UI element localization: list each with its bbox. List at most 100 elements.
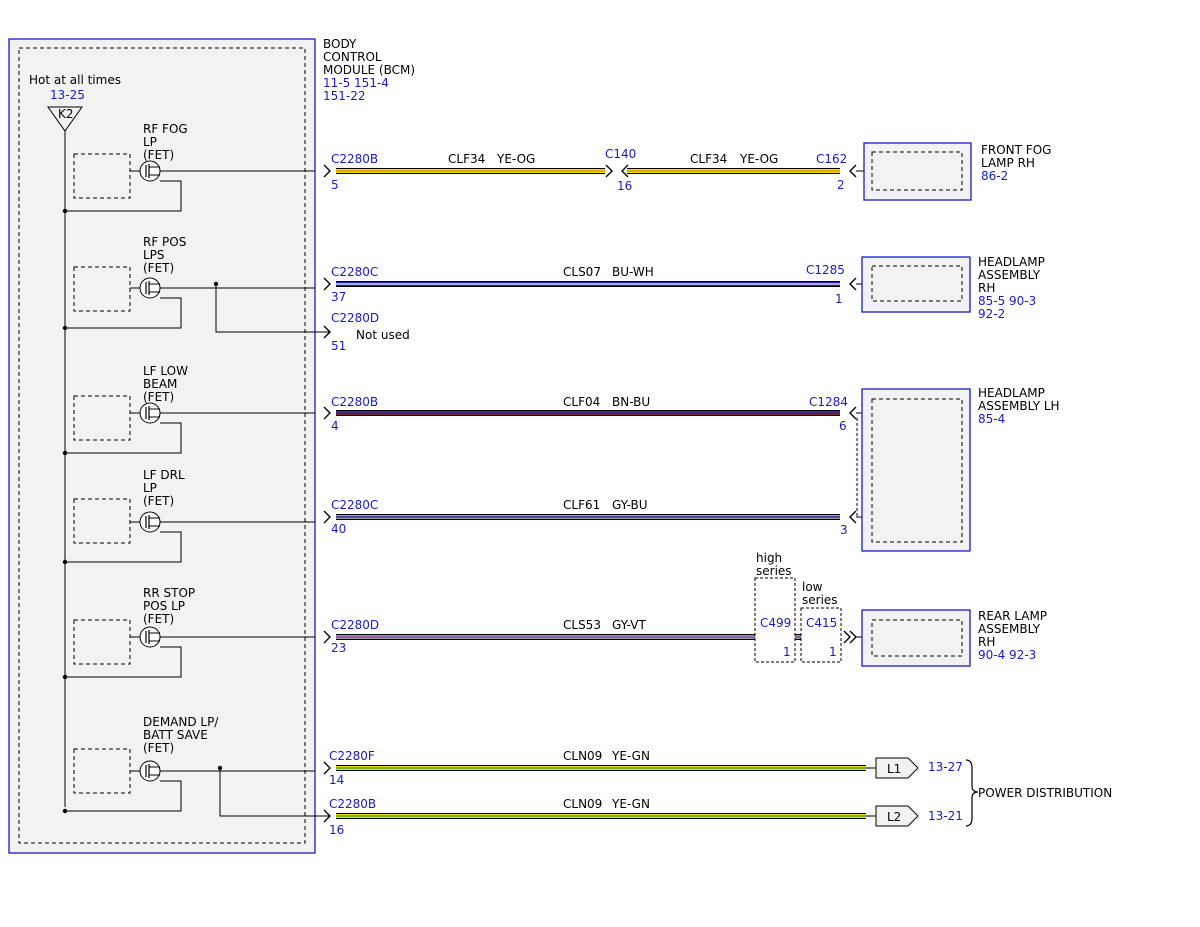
link-l2-tag: L2	[887, 810, 901, 824]
svg-text:MODULE (BCM): MODULE (BCM)	[323, 63, 415, 77]
wire-color-label: GY-VT	[612, 618, 646, 632]
c499-box	[754, 577, 796, 663]
fet-driver-box	[73, 266, 131, 312]
branch-line	[215, 284, 330, 333]
connector-label: C2280D	[331, 618, 379, 632]
branch-connector-label: C2280B	[329, 797, 376, 811]
fet-label: LP	[143, 481, 157, 495]
fet-supply-line	[65, 180, 182, 212]
fet-label: LP	[143, 135, 157, 149]
circuit-2-labels: C2280C 37 CLS07 BU-WH C1285 1 C2280D 51 …	[331, 263, 845, 353]
component-outline	[861, 256, 971, 313]
fet-transistor-icon	[139, 160, 161, 182]
front-fog-lamp-rh: FRONT FOG LAMP RH 86-2	[863, 142, 1051, 201]
connector-arrow	[323, 761, 331, 775]
pin-label: 4	[331, 419, 339, 433]
svg-text:85-5 90-3: 85-5 90-3	[978, 294, 1036, 308]
c415-pin: 1	[829, 645, 837, 659]
fet-label: POS LP	[143, 599, 185, 613]
high-series-note: high	[756, 551, 782, 565]
fet-supply-line	[65, 646, 182, 678]
circuit-4-labels: C2280C 40 CLF61 GY-BU 3	[331, 498, 848, 537]
branch-line	[219, 768, 330, 817]
connector-label: C2280C	[331, 498, 378, 512]
fet-transistor-icon	[139, 626, 161, 648]
headlamp-assembly-lh: HEADLAMP ASSEMBLY LH 85-4	[856, 386, 1060, 552]
rear-lamp-assembly-rh: REAR LAMP ASSEMBLY RH 90-4 92-3	[861, 609, 1047, 667]
circuit-label: CLN09	[563, 797, 602, 811]
circuit-label: CLS53	[563, 618, 601, 632]
fet-label: RF POS	[143, 235, 186, 249]
connector-arrow	[323, 630, 331, 644]
wire-color-label: YE-OG	[739, 152, 778, 166]
link-l1-tag: L1	[887, 762, 901, 776]
fuse-triangle	[47, 106, 83, 132]
svg-text:90-4 92-3: 90-4 92-3	[978, 648, 1036, 662]
svg-text:RH: RH	[978, 281, 995, 295]
branch-connector-label: C2280D	[331, 311, 379, 325]
svg-text:HEADLAMP: HEADLAMP	[978, 386, 1045, 400]
svg-text:86-2: 86-2	[981, 169, 1008, 183]
fet-label: (FET)	[143, 390, 174, 404]
component-inner	[871, 151, 963, 191]
fet-transistor-icon	[139, 277, 161, 299]
c1285-label: C1285	[806, 263, 845, 277]
connector-label: C2280B	[331, 395, 378, 409]
bcm-module-inner-dashed	[18, 47, 306, 844]
bcm-title: BODY CONTROL MODULE (BCM) 11-5 151-4 151…	[323, 37, 415, 103]
pin-label: 5	[331, 178, 339, 192]
fet-label: LPS	[143, 248, 165, 262]
fet-transistor-icon	[139, 402, 161, 424]
svg-text:LAMP RH: LAMP RH	[981, 156, 1035, 170]
fet-label: (FET)	[143, 612, 174, 626]
c1285-arrow	[849, 277, 857, 291]
circuit-label: CLF34	[448, 152, 485, 166]
wire-color-label: YE-GN	[611, 797, 650, 811]
fet-supply-line	[65, 422, 182, 454]
fet-label: (FET)	[143, 261, 174, 275]
circuit-label: CLS07	[563, 265, 601, 279]
c1284-arrow	[849, 406, 857, 420]
wire-color-label: GY-BU	[612, 498, 648, 512]
c162-pin: 2	[837, 178, 845, 192]
fet-driver-box	[73, 153, 131, 199]
c415-box	[800, 607, 842, 663]
svg-text:HEADLAMP: HEADLAMP	[978, 255, 1045, 269]
fet-label: LF LOW	[143, 364, 188, 378]
c1284-arrow	[849, 510, 857, 524]
fet-transistor-icon	[139, 760, 161, 782]
svg-text:REAR LAMP: REAR LAMP	[978, 609, 1047, 623]
c140-pin: 16	[617, 179, 632, 193]
svg-text:CONTROL: CONTROL	[323, 50, 382, 64]
component-inner	[871, 619, 963, 657]
c140-arrow	[621, 164, 629, 178]
svg-text:92-2: 92-2	[978, 307, 1005, 321]
c140-label: C140	[605, 147, 636, 161]
fet-supply-line	[65, 297, 182, 329]
circuit-label: CLF34	[690, 152, 727, 166]
link-l2-flag	[875, 805, 919, 827]
low-series-note: low	[802, 580, 823, 594]
svg-text:85-4: 85-4	[978, 412, 1005, 426]
bcm-module-outline	[8, 38, 316, 854]
link-l1-ref: 13-27	[928, 760, 963, 774]
connector-label: C2280C	[331, 265, 378, 279]
pin-label: 40	[331, 522, 346, 536]
c162-label: C162	[816, 152, 847, 166]
c1284-pin-3: 3	[840, 523, 848, 537]
component-inner	[871, 265, 963, 302]
c415-arrow	[843, 630, 851, 644]
fet-label: (FET)	[143, 741, 174, 755]
c1284-label: C1284	[809, 395, 848, 409]
circuit-label: CLF04	[563, 395, 600, 409]
power-distribution: L1 13-27 L2 13-21 POWER DISTRIBUTION	[875, 757, 1112, 827]
fet-transistor-icon	[139, 511, 161, 533]
connector-label: C2280F	[329, 749, 375, 763]
circuit-5-labels: C2280D 23 CLS53 GY-VT high series low se…	[331, 551, 842, 663]
wire-color-label: YE-GN	[611, 749, 650, 763]
circuit-label: CLF61	[563, 498, 600, 512]
pin-label: 23	[331, 641, 346, 655]
